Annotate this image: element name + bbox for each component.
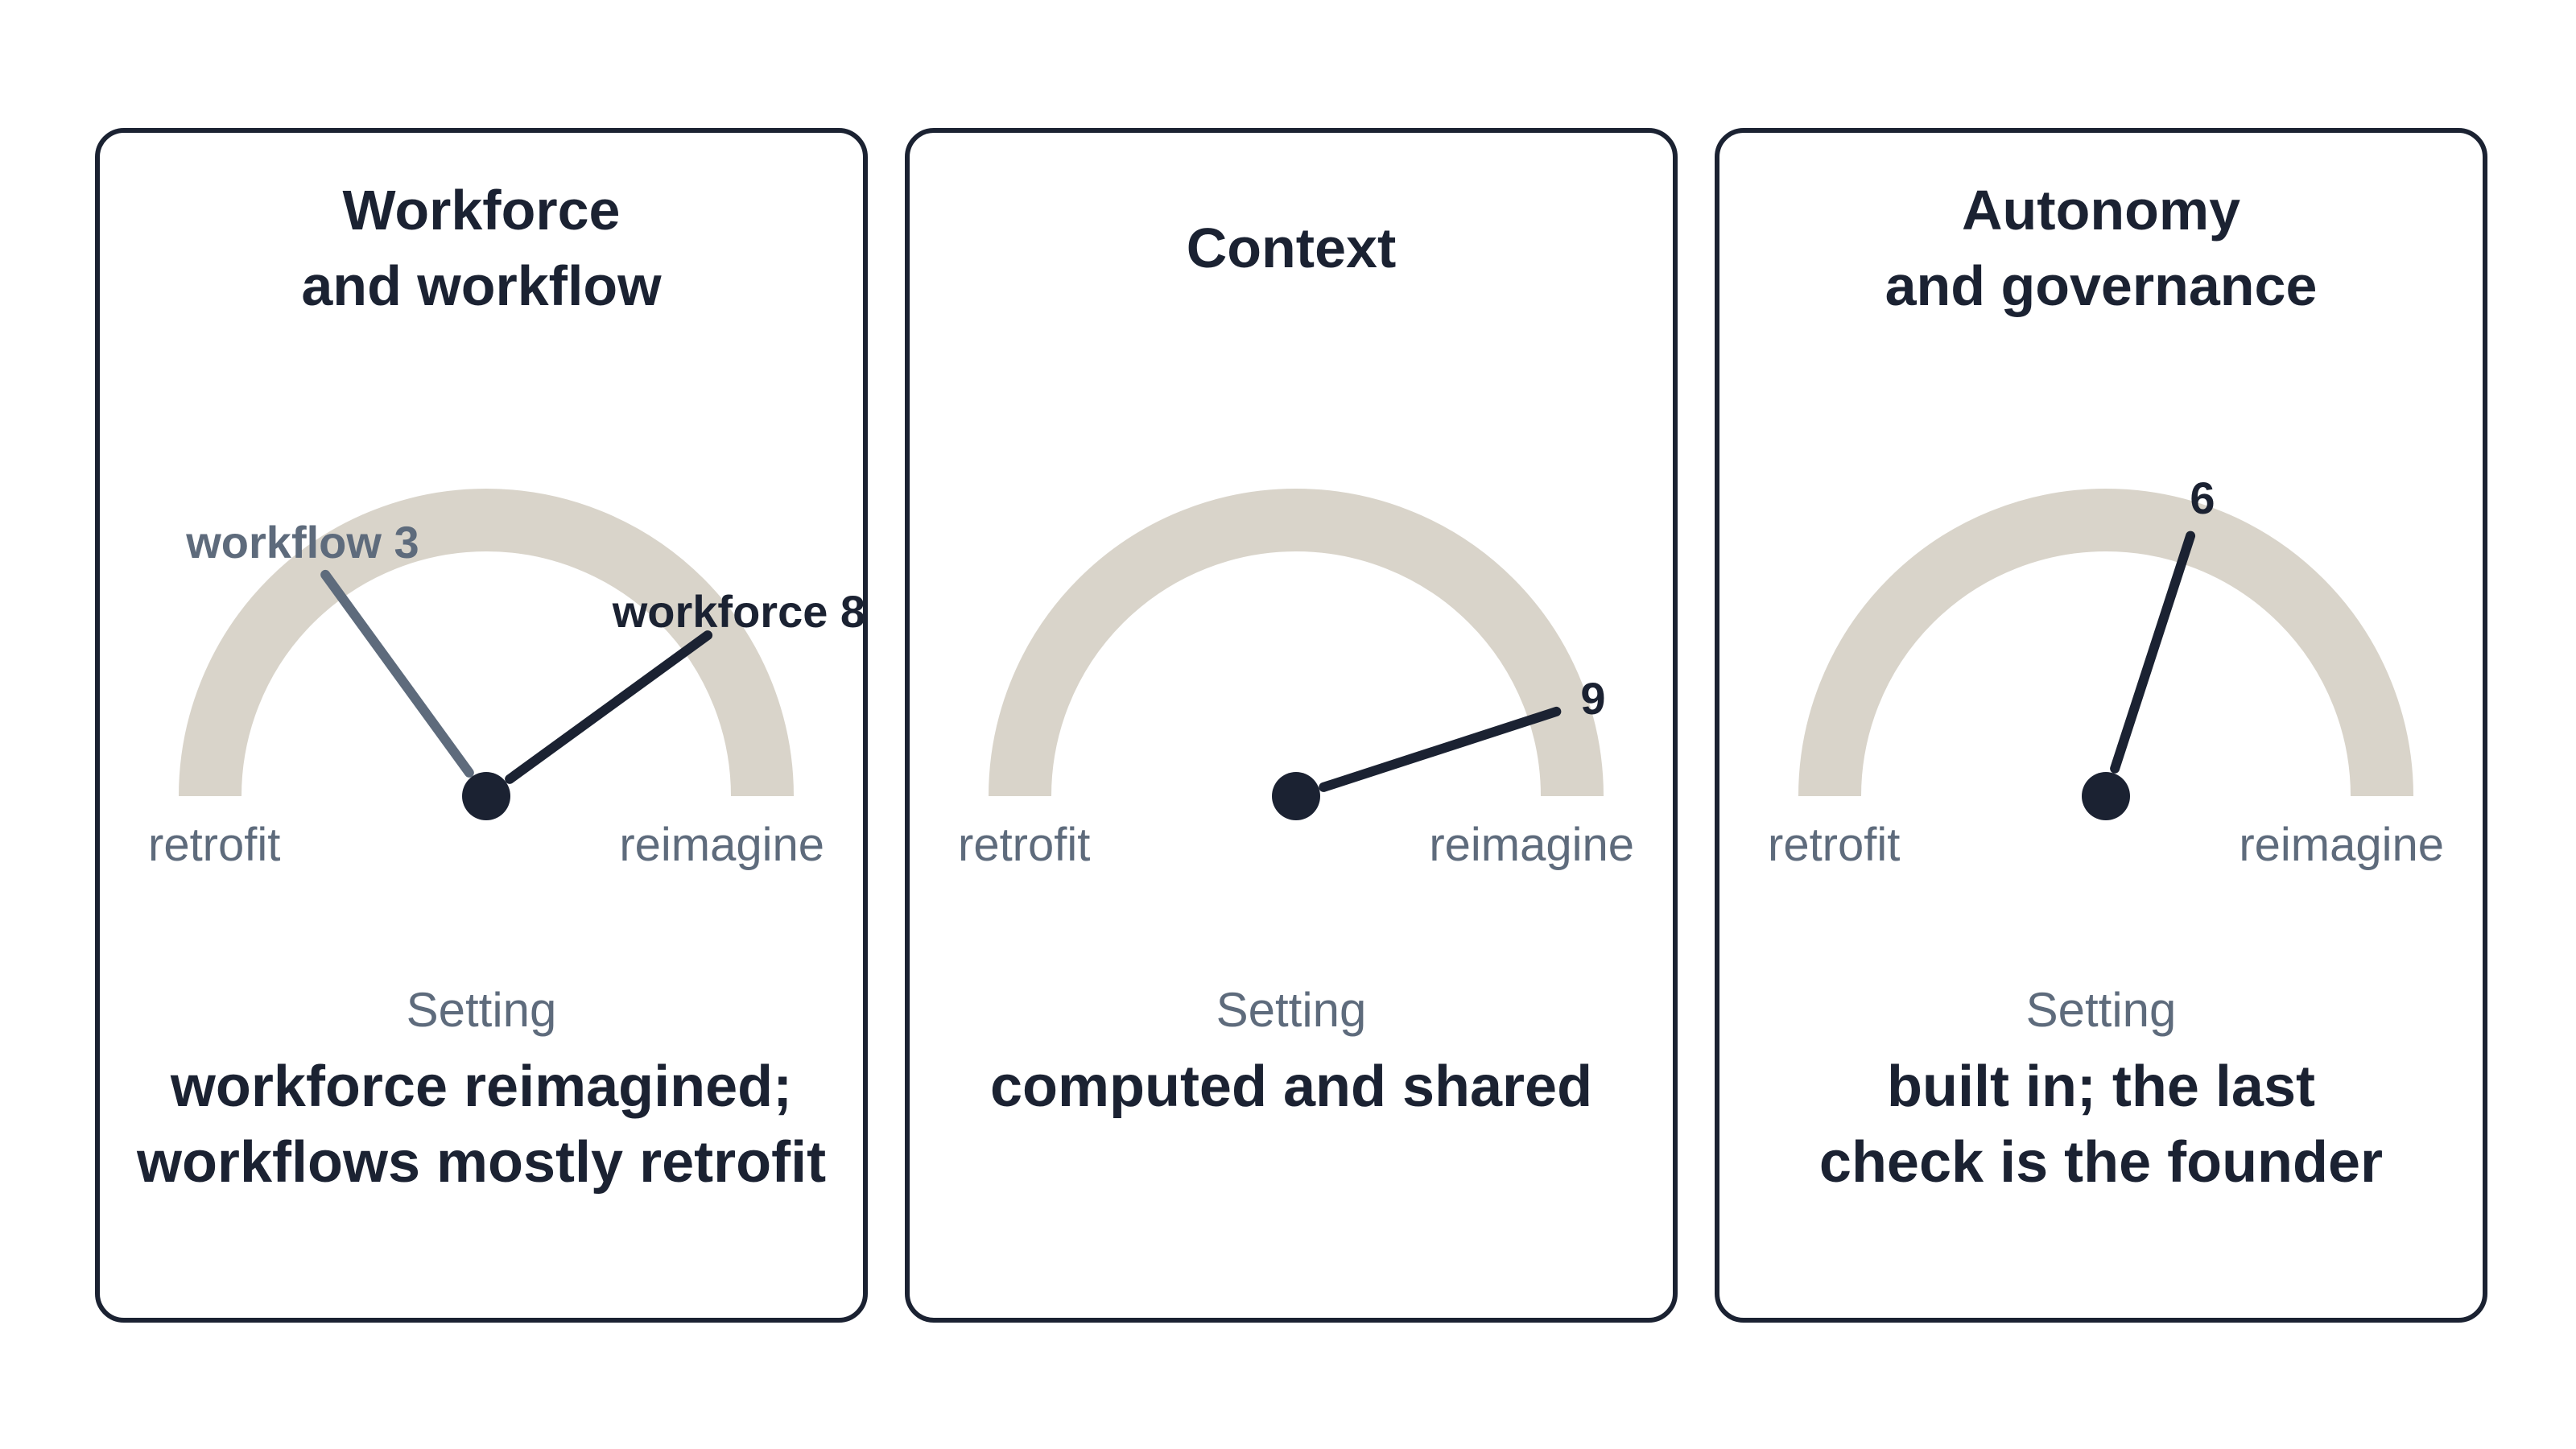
gauge-hub	[462, 772, 510, 820]
gauge-hub	[1272, 772, 1320, 820]
scale-high-label: reimagine	[2239, 819, 2444, 871]
setting-value-line-1: workforce reimagined;	[170, 1055, 793, 1119]
needle-value-label: 6	[2190, 473, 2215, 523]
scale-low-label: retrofit	[958, 819, 1090, 871]
gauge-needles: workflow 3 workforce 8	[185, 517, 865, 784]
card-title: Context	[910, 163, 1673, 332]
gauge-needles: 6	[2110, 473, 2215, 774]
setting-value: workforce reimagined; workflows mostly r…	[100, 1049, 863, 1200]
gauge-card-context: Context 9 retrofit reimagine Setting com…	[905, 128, 1678, 1323]
gauge-card-autonomy-governance: Autonomy and governance 6 retrofit reima…	[1715, 128, 2487, 1323]
card-title-line-1: Context	[1186, 217, 1397, 279]
gauge-track	[1798, 489, 2413, 797]
gauge-needle	[2110, 530, 2196, 774]
scale-high-label: reimagine	[619, 819, 824, 871]
gauge-needle	[1319, 706, 1562, 792]
setting-value-line-1: computed and shared	[989, 1055, 1593, 1119]
gauge-needles: 9	[1319, 673, 1606, 792]
needle-value-label: 9	[1580, 673, 1605, 724]
gauge-needle	[505, 630, 713, 784]
setting-caption: Setting	[2025, 983, 2177, 1037]
setting-value: built in; the last check is the founder	[1719, 1049, 2483, 1200]
gauge-card-workforce-workflow: Workforce and workflow workflow 3 workfor…	[95, 128, 868, 1323]
card-title-line-2: and governance	[1885, 254, 2318, 317]
gauge-dial: 6 retrofit reimagine	[1768, 473, 2444, 871]
setting-caption: Setting	[406, 983, 557, 1037]
gauge-dial: 9 retrofit reimagine	[958, 489, 1634, 871]
scale-low-label: retrofit	[1768, 819, 1900, 871]
scale-low-label: retrofit	[148, 819, 280, 871]
needle-value-label: workforce 8	[612, 586, 865, 637]
card-title: Autonomy and governance	[1719, 163, 2483, 332]
setting-caption: Setting	[1216, 983, 1367, 1037]
card-title-line-1: Workforce	[342, 179, 621, 242]
needle-value-label: workflow 3	[185, 517, 419, 568]
scale-high-label: reimagine	[1429, 819, 1634, 871]
setting-value-line-2: workflows mostly retrofit	[136, 1130, 827, 1195]
setting-value-line-1: built in; the last	[1887, 1055, 2315, 1119]
setting-value: computed and shared	[910, 1049, 1673, 1125]
gauge-dial: workflow 3 workforce 8 retrofit reimagine	[148, 489, 865, 871]
card-title-line-2: and workflow	[301, 254, 662, 317]
gauge-track	[989, 489, 1604, 797]
setting-value-line-2: check is the founder	[1818, 1130, 2384, 1195]
card-title: Workforce and workflow	[100, 163, 863, 332]
gauge-hub	[2082, 772, 2130, 820]
card-title-line-1: Autonomy	[1961, 179, 2241, 242]
gauge-track	[179, 489, 794, 797]
gauge-needle	[320, 569, 474, 778]
